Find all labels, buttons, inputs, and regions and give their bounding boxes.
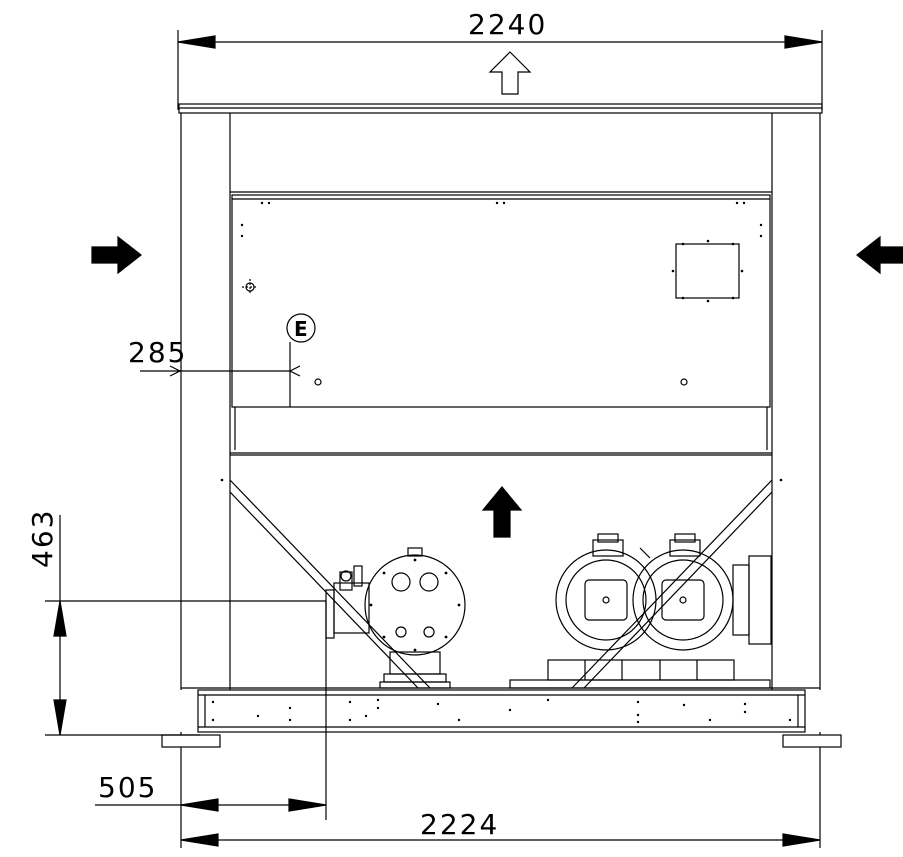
dimension-label-285: 285: [128, 336, 187, 369]
solid-right-arrow-icon: [91, 235, 142, 275]
dimension-height-463: 463: [26, 509, 326, 736]
dimension-left-285: 285: [128, 336, 301, 377]
dimension-label-463: 463: [26, 509, 59, 568]
fan-motor-left: [555, 533, 657, 651]
dimension-label-2224: 2224: [420, 808, 499, 841]
dimension-label-2240: 2240: [468, 8, 547, 41]
control-box: [671, 239, 744, 303]
pump-assembly: [325, 547, 466, 689]
roof-panel: [178, 103, 823, 114]
dimension-bottom-505: 505: [95, 601, 821, 848]
drain-pan: [230, 407, 772, 456]
connection-marker-label: E: [294, 317, 308, 341]
solid-left-arrow-icon: [856, 235, 903, 275]
dimension-top-2240: 2240: [177, 8, 823, 110]
left-frame-post: [180, 113, 231, 690]
outline-up-arrow-icon: [488, 51, 532, 95]
right-frame-post: [771, 113, 821, 690]
dimension-bottom-2224: 2224: [180, 808, 821, 847]
fan-motor-right: [632, 533, 772, 651]
solid-up-arrow-icon: [481, 486, 523, 538]
motor-base: [509, 659, 771, 689]
connection-marker: E: [286, 313, 316, 407]
dimension-label-505: 505: [98, 771, 157, 804]
base-frame: [161, 687, 842, 748]
target-symbol-icon: [242, 279, 258, 295]
diagonal-braces: [220, 478, 783, 689]
upper-panel: [230, 191, 772, 408]
